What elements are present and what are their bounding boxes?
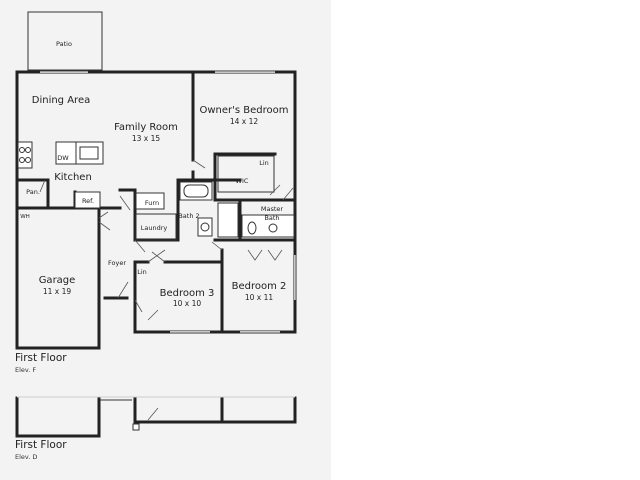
garage-label: Garage <box>39 275 76 286</box>
elevation-d-label: Elev. D <box>15 453 37 461</box>
family-room-label: Family Room <box>114 122 178 133</box>
bedroom3-size: 10 x 10 <box>173 299 202 308</box>
bedroom2-size: 10 x 11 <box>245 293 274 302</box>
first-floor-title-d: First Floor <box>15 439 67 451</box>
water-heater-label: WH <box>20 214 30 220</box>
patio-label: Patio <box>56 40 72 48</box>
refrigerator-label: Ref. <box>82 197 94 205</box>
windows <box>40 70 297 334</box>
kitchen-label: Kitchen <box>54 172 92 183</box>
laundry-label: Laundry <box>141 224 168 232</box>
owners-bedroom-label: Owner's Bedroom <box>199 105 288 116</box>
floor-plan-sheet: Patio <box>0 0 331 480</box>
caption-elevation-d: First Floor Elev. D <box>15 439 67 461</box>
garage-size: 11 x 19 <box>43 287 72 296</box>
pantry-label: Pan. <box>26 188 40 196</box>
caption-elevation-f: First Floor Elev. F <box>15 352 67 374</box>
master-linen-label: Lin <box>259 159 269 167</box>
floor-plan-drawing: Patio <box>15 11 297 461</box>
patio: Patio <box>27 11 103 71</box>
bedroom2-label: Bedroom 2 <box>232 281 287 292</box>
elevation-d-partial-plan <box>15 396 297 438</box>
first-floor-title-f: First Floor <box>15 352 67 364</box>
exterior-walls <box>15 70 297 350</box>
bath2-label: Bath 2 <box>178 212 199 220</box>
family-room-size: 13 x 15 <box>132 134 161 143</box>
owners-bedroom-size: 14 x 12 <box>230 117 259 126</box>
door-swings <box>39 159 294 321</box>
elevation-f-label: Elev. F <box>15 366 36 374</box>
wic-label: WIC <box>236 177 249 185</box>
hall-linen-label: Lin <box>137 268 147 276</box>
foyer-label: Foyer <box>108 259 126 267</box>
dining-area-label: Dining Area <box>32 95 90 106</box>
master-bath-label-line1: Master <box>261 205 284 213</box>
kitchen-fixtures: DW Pan. Ref. WH <box>17 141 104 220</box>
room-labels: Dining Area Family Room 13 x 15 Owner's … <box>32 95 289 308</box>
dishwasher-label: DW <box>57 154 69 162</box>
master-bath-label-line2: Bath <box>264 214 279 222</box>
bedroom3-label: Bedroom 3 <box>160 288 215 299</box>
furnace-label: Furn <box>145 199 159 207</box>
utility-fixtures <box>135 155 295 241</box>
